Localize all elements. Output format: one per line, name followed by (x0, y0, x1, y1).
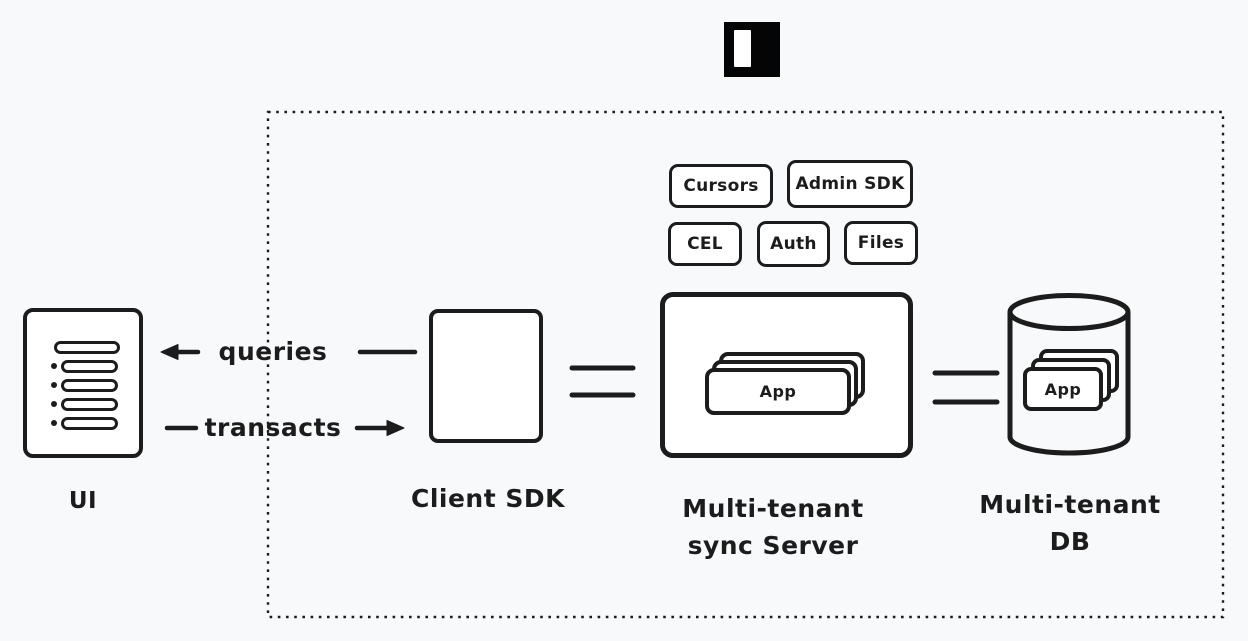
transacts-arrowhead-icon (386, 420, 405, 436)
ui-node-label: UI (68, 488, 98, 514)
ui-list-row (51, 359, 139, 373)
badge-cel: CEL (668, 222, 742, 266)
badge-auth: Auth (757, 221, 830, 267)
list-row-icon (61, 378, 118, 392)
badge-admin-sdk: Admin SDK (787, 160, 913, 208)
db-app-stack: App (1023, 349, 1120, 412)
bullet-icon (51, 363, 57, 369)
list-row-icon (61, 416, 118, 430)
ui-node (23, 308, 143, 458)
badge-cursors: Cursors (669, 164, 773, 208)
bullet-icon (51, 420, 57, 426)
app-card-label: App (1044, 379, 1082, 399)
ui-list-row (51, 397, 139, 411)
sync-server-label-line2: sync Server (687, 531, 859, 560)
list-row-icon (61, 397, 118, 411)
brand-logo-icon (724, 22, 780, 77)
app-card: App (705, 368, 851, 415)
badge-label: Files (857, 233, 905, 253)
ui-list-row (51, 340, 139, 354)
transacts-edge-label: transacts (204, 413, 342, 442)
queries-arrowhead-icon (160, 344, 179, 360)
app-card-label: App (759, 382, 797, 401)
client-sdk-node (429, 309, 543, 443)
db-label: Multi-tenant DB (920, 486, 1220, 560)
bullet-icon (51, 401, 57, 407)
badge-label: Cursors (683, 176, 759, 196)
list-row-icon (54, 340, 120, 354)
sync-server-label: Multi-tenant sync Server (610, 490, 936, 564)
badge-label: CEL (687, 234, 723, 254)
queries-edge-label: queries (218, 337, 328, 366)
db-cylinder-top-icon (1007, 293, 1131, 331)
badge-label: Admin SDK (795, 174, 905, 194)
ui-list-row (51, 416, 139, 430)
client-sdk-label: Client SDK (410, 484, 566, 513)
badge-label: Auth (770, 234, 817, 254)
app-card: App (1023, 367, 1103, 411)
brand-logo-mark (734, 30, 751, 67)
badge-files: Files (844, 221, 918, 265)
db-label-line2: DB (1049, 527, 1091, 556)
bullet-icon (51, 382, 57, 388)
list-row-icon (61, 359, 118, 373)
db-label-line1: Multi-tenant (979, 490, 1161, 519)
sync-server-label-line1: Multi-tenant (682, 494, 864, 523)
server-app-stack: App (705, 352, 866, 416)
ui-list-row (51, 378, 139, 392)
